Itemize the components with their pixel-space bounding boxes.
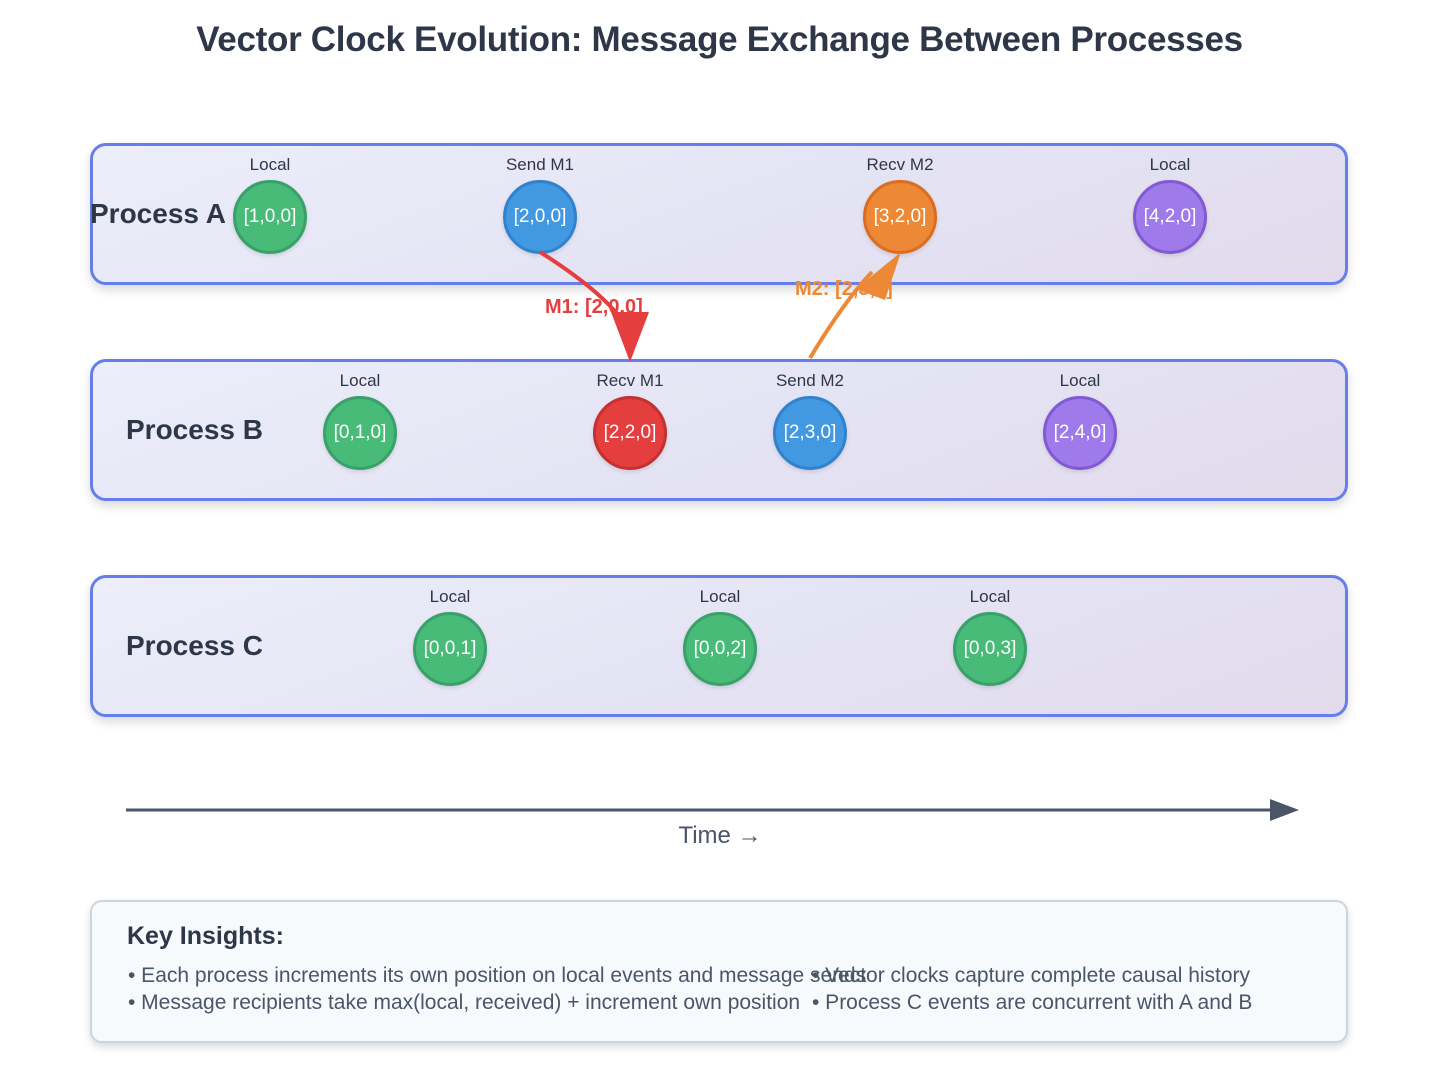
event-node: [0,0,1] — [413, 612, 487, 686]
insights-title: Key Insights: — [127, 922, 284, 950]
m2-arrow-line — [808, 270, 874, 360]
event-label: Local — [969, 587, 1011, 606]
event-node: [0,1,0] — [323, 396, 397, 470]
insight-item: • Message recipients take max(local, rec… — [128, 991, 801, 1014]
m1-label: M1: [2,0,0] — [545, 296, 643, 318]
event-label: Local — [249, 155, 291, 174]
m1-arrowhead — [611, 312, 649, 362]
event-label: Local — [1149, 155, 1191, 174]
time-axis-label: Time → — [678, 822, 762, 849]
event-node: [0,0,2] — [683, 612, 757, 686]
process-b-label: Process B — [126, 414, 263, 445]
event-node: [3,2,0] — [863, 180, 937, 254]
diagram-title: Vector Clock Evolution: Message Exchange… — [196, 20, 1243, 59]
event-node: [2,4,0] — [1043, 396, 1117, 470]
event-label: Recv M1 — [596, 371, 664, 390]
event-label: Recv M2 — [866, 155, 934, 174]
m2-label: M2: [2,3,0] — [795, 278, 893, 300]
m2-arrowhead — [856, 252, 901, 300]
process-b-lane — [90, 359, 1348, 501]
insight-item: • Vector clocks capture complete causal … — [812, 964, 1251, 987]
insight-item: • Process C events are concurrent with A… — [812, 991, 1253, 1014]
event-node: [2,3,0] — [773, 396, 847, 470]
event-node: [4,2,0] — [1133, 180, 1207, 254]
process-c-label: Process C — [126, 630, 263, 661]
event-label: Send M1 — [505, 155, 575, 174]
event-label: Local — [1059, 371, 1101, 390]
event-label: Local — [429, 587, 471, 606]
key-insights-panel: Key Insights: • Each process increments … — [90, 900, 1348, 1043]
process-a-label: Process A — [90, 198, 226, 229]
insight-item: • Each process increments its own positi… — [128, 964, 867, 987]
event-node: [2,0,0] — [503, 180, 577, 254]
event-node: [1,0,0] — [233, 180, 307, 254]
time-axis-arrowhead — [1270, 799, 1299, 821]
event-label: Local — [339, 371, 381, 390]
event-node: [0,0,3] — [953, 612, 1027, 686]
event-label: Send M2 — [775, 371, 845, 390]
event-node: [2,2,0] — [593, 396, 667, 470]
event-label: Local — [699, 587, 741, 606]
